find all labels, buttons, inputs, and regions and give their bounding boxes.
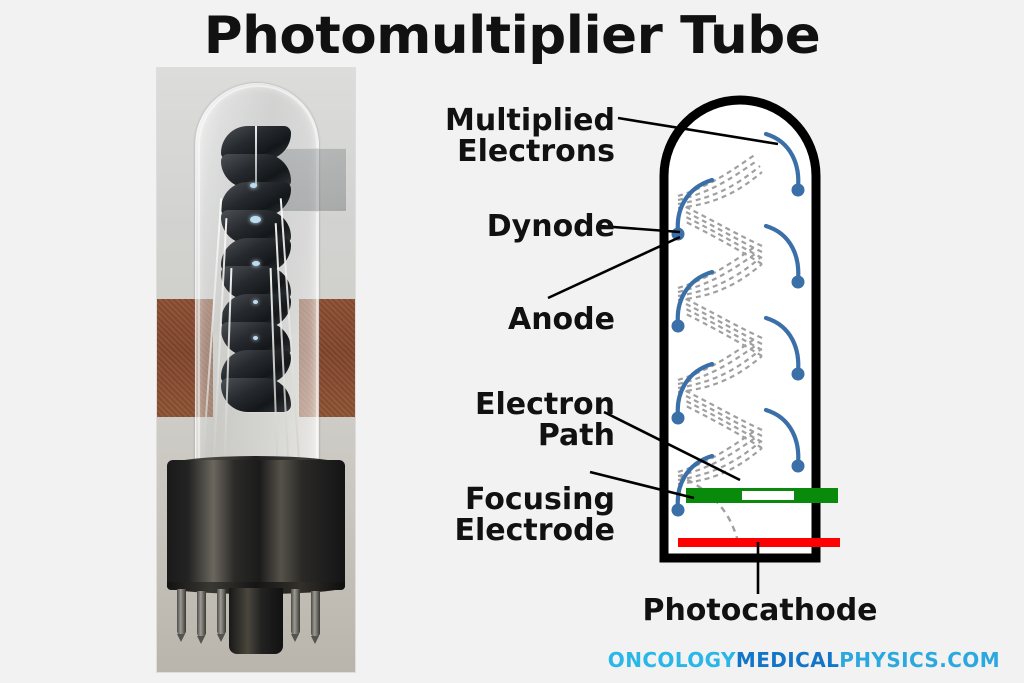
dynode-group — [675, 131, 801, 511]
label-multiplied-electrons: Multiplied Electrons — [445, 103, 615, 169]
dynode-arc — [763, 131, 801, 191]
dynode-arc — [675, 453, 715, 511]
site-watermark[interactable]: ONCOLOGYMEDICALPHYSICS.COM — [560, 648, 1000, 672]
watermark-part-2: MEDICAL — [735, 648, 840, 672]
leader-lines — [547, 116, 779, 594]
base-pin — [311, 591, 320, 644]
dynode-arc — [675, 177, 715, 235]
base-pin — [217, 589, 226, 642]
label-anode: Anode — [507, 302, 615, 337]
leader-anode — [547, 235, 681, 300]
dynode-arc — [675, 361, 715, 419]
focusing-electrode-slit — [742, 491, 794, 500]
cascade-hop — [679, 295, 763, 357]
glass-highlight — [250, 216, 261, 223]
dynode-arc — [763, 223, 801, 283]
pmt-schematic — [547, 70, 1020, 630]
dynode-dot — [791, 459, 805, 473]
page-title: Photomultiplier Tube — [203, 6, 821, 66]
tube-base — [167, 460, 345, 590]
glass-highlight — [253, 336, 258, 340]
base-pin — [197, 591, 206, 644]
base-pin — [177, 589, 186, 642]
leader-multiplied-electrons — [617, 116, 779, 146]
cascade-hop — [679, 203, 763, 265]
electron-path-line — [679, 474, 740, 543]
dynode-photo — [221, 378, 291, 412]
glass-highlight — [252, 261, 260, 266]
schematic-svg — [547, 95, 840, 594]
leader-focusing-electrode — [589, 470, 695, 500]
leader-dynode — [599, 224, 681, 234]
base-pin — [291, 589, 300, 642]
label-dynode: Dynode — [486, 209, 615, 244]
pmt-photograph — [157, 68, 355, 672]
dynode-dot — [791, 367, 805, 381]
cascade-hop — [679, 387, 763, 449]
dynode-dot — [671, 503, 685, 517]
support-wire — [255, 126, 257, 186]
dynode-arc — [763, 315, 801, 375]
dynode-stack-photo — [215, 126, 347, 456]
watermark-part-3: PHYSICS.COM — [839, 648, 1000, 672]
dynode-arc — [763, 407, 801, 467]
label-electron-path: Electron Path — [474, 387, 615, 453]
label-focusing-electrode: Focusing Electrode — [454, 482, 615, 548]
glass-highlight — [253, 300, 258, 304]
leader-electron-path — [603, 410, 741, 482]
glass-highlight — [250, 183, 257, 188]
base-center-post — [229, 588, 283, 654]
dynode-arc — [675, 269, 715, 327]
label-photocathode: Photocathode — [642, 593, 878, 628]
dynode-dot — [791, 183, 805, 197]
dynode-dot — [671, 319, 685, 333]
dynode-dot — [791, 275, 805, 289]
watermark-part-1: ONCOLOGY — [607, 648, 736, 672]
dynode-dot — [671, 411, 685, 425]
